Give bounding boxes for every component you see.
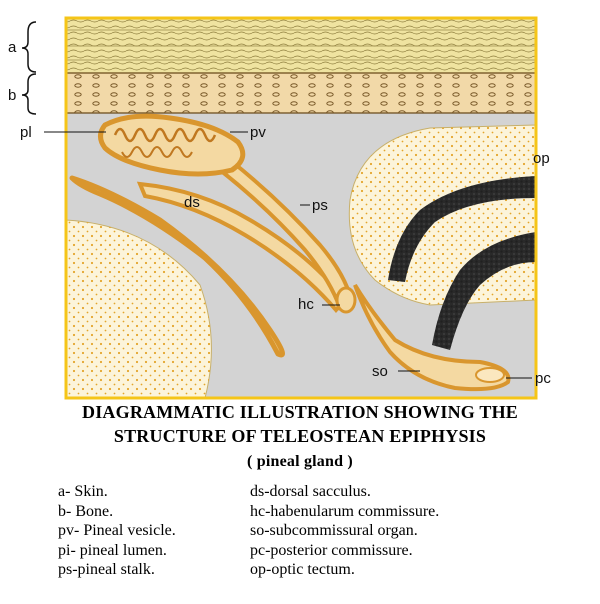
label-b: b — [8, 87, 16, 104]
label-pc: pc — [535, 370, 551, 387]
epiphysis-diagram: a b pl pv ds ps hc so pc op — [8, 16, 551, 400]
label-op: op — [533, 150, 550, 167]
legend-item: b- Bone. — [58, 502, 114, 520]
legend-left-column: a- Skin. b- Bone. pv- Pineal vesicle. pi… — [58, 482, 176, 580]
legend-item: hc-habenularum commissure. — [250, 502, 440, 520]
caption-title-line-1: DIAGRAMMATIC ILLUSTRATION SHOWING THE — [82, 402, 518, 422]
dorsal-sacculus — [69, 175, 285, 358]
habenular-commissure — [335, 286, 357, 314]
label-hc: hc — [298, 296, 314, 313]
label-a: a — [8, 39, 17, 56]
label-pv: pv — [250, 124, 266, 141]
subcommissural-organ — [353, 283, 511, 392]
posterior-commissure — [475, 367, 505, 383]
brace-b — [21, 73, 37, 115]
label-so: so — [372, 363, 388, 380]
caption-title-line-2: STRUCTURE OF TELEOSTEAN EPIPHYSIS — [113, 426, 487, 446]
label-pl: pl — [20, 124, 32, 141]
legend-item: ps-pineal stalk. — [58, 561, 155, 578]
legend-item: a- Skin. — [58, 483, 108, 500]
legend-item: op-optic tectum. — [250, 561, 355, 578]
label-ds: ds — [184, 194, 200, 211]
label-ps: ps — [312, 197, 328, 214]
legend-item: pc-posterior commissure. — [250, 541, 413, 559]
legend-item: pi- pineal lumen. — [58, 541, 167, 559]
diagram-frame — [64, 16, 538, 400]
legend-right-column: ds-dorsal sacculus. hc-habenularum commi… — [250, 482, 439, 580]
legend-item: so-subcommissural organ. — [250, 522, 418, 539]
legend-item: ds-dorsal sacculus. — [250, 483, 371, 500]
legend-item: pv- Pineal vesicle. — [58, 522, 176, 539]
caption-subtitle: ( pineal gland ) — [247, 453, 353, 470]
brace-a — [21, 21, 37, 73]
